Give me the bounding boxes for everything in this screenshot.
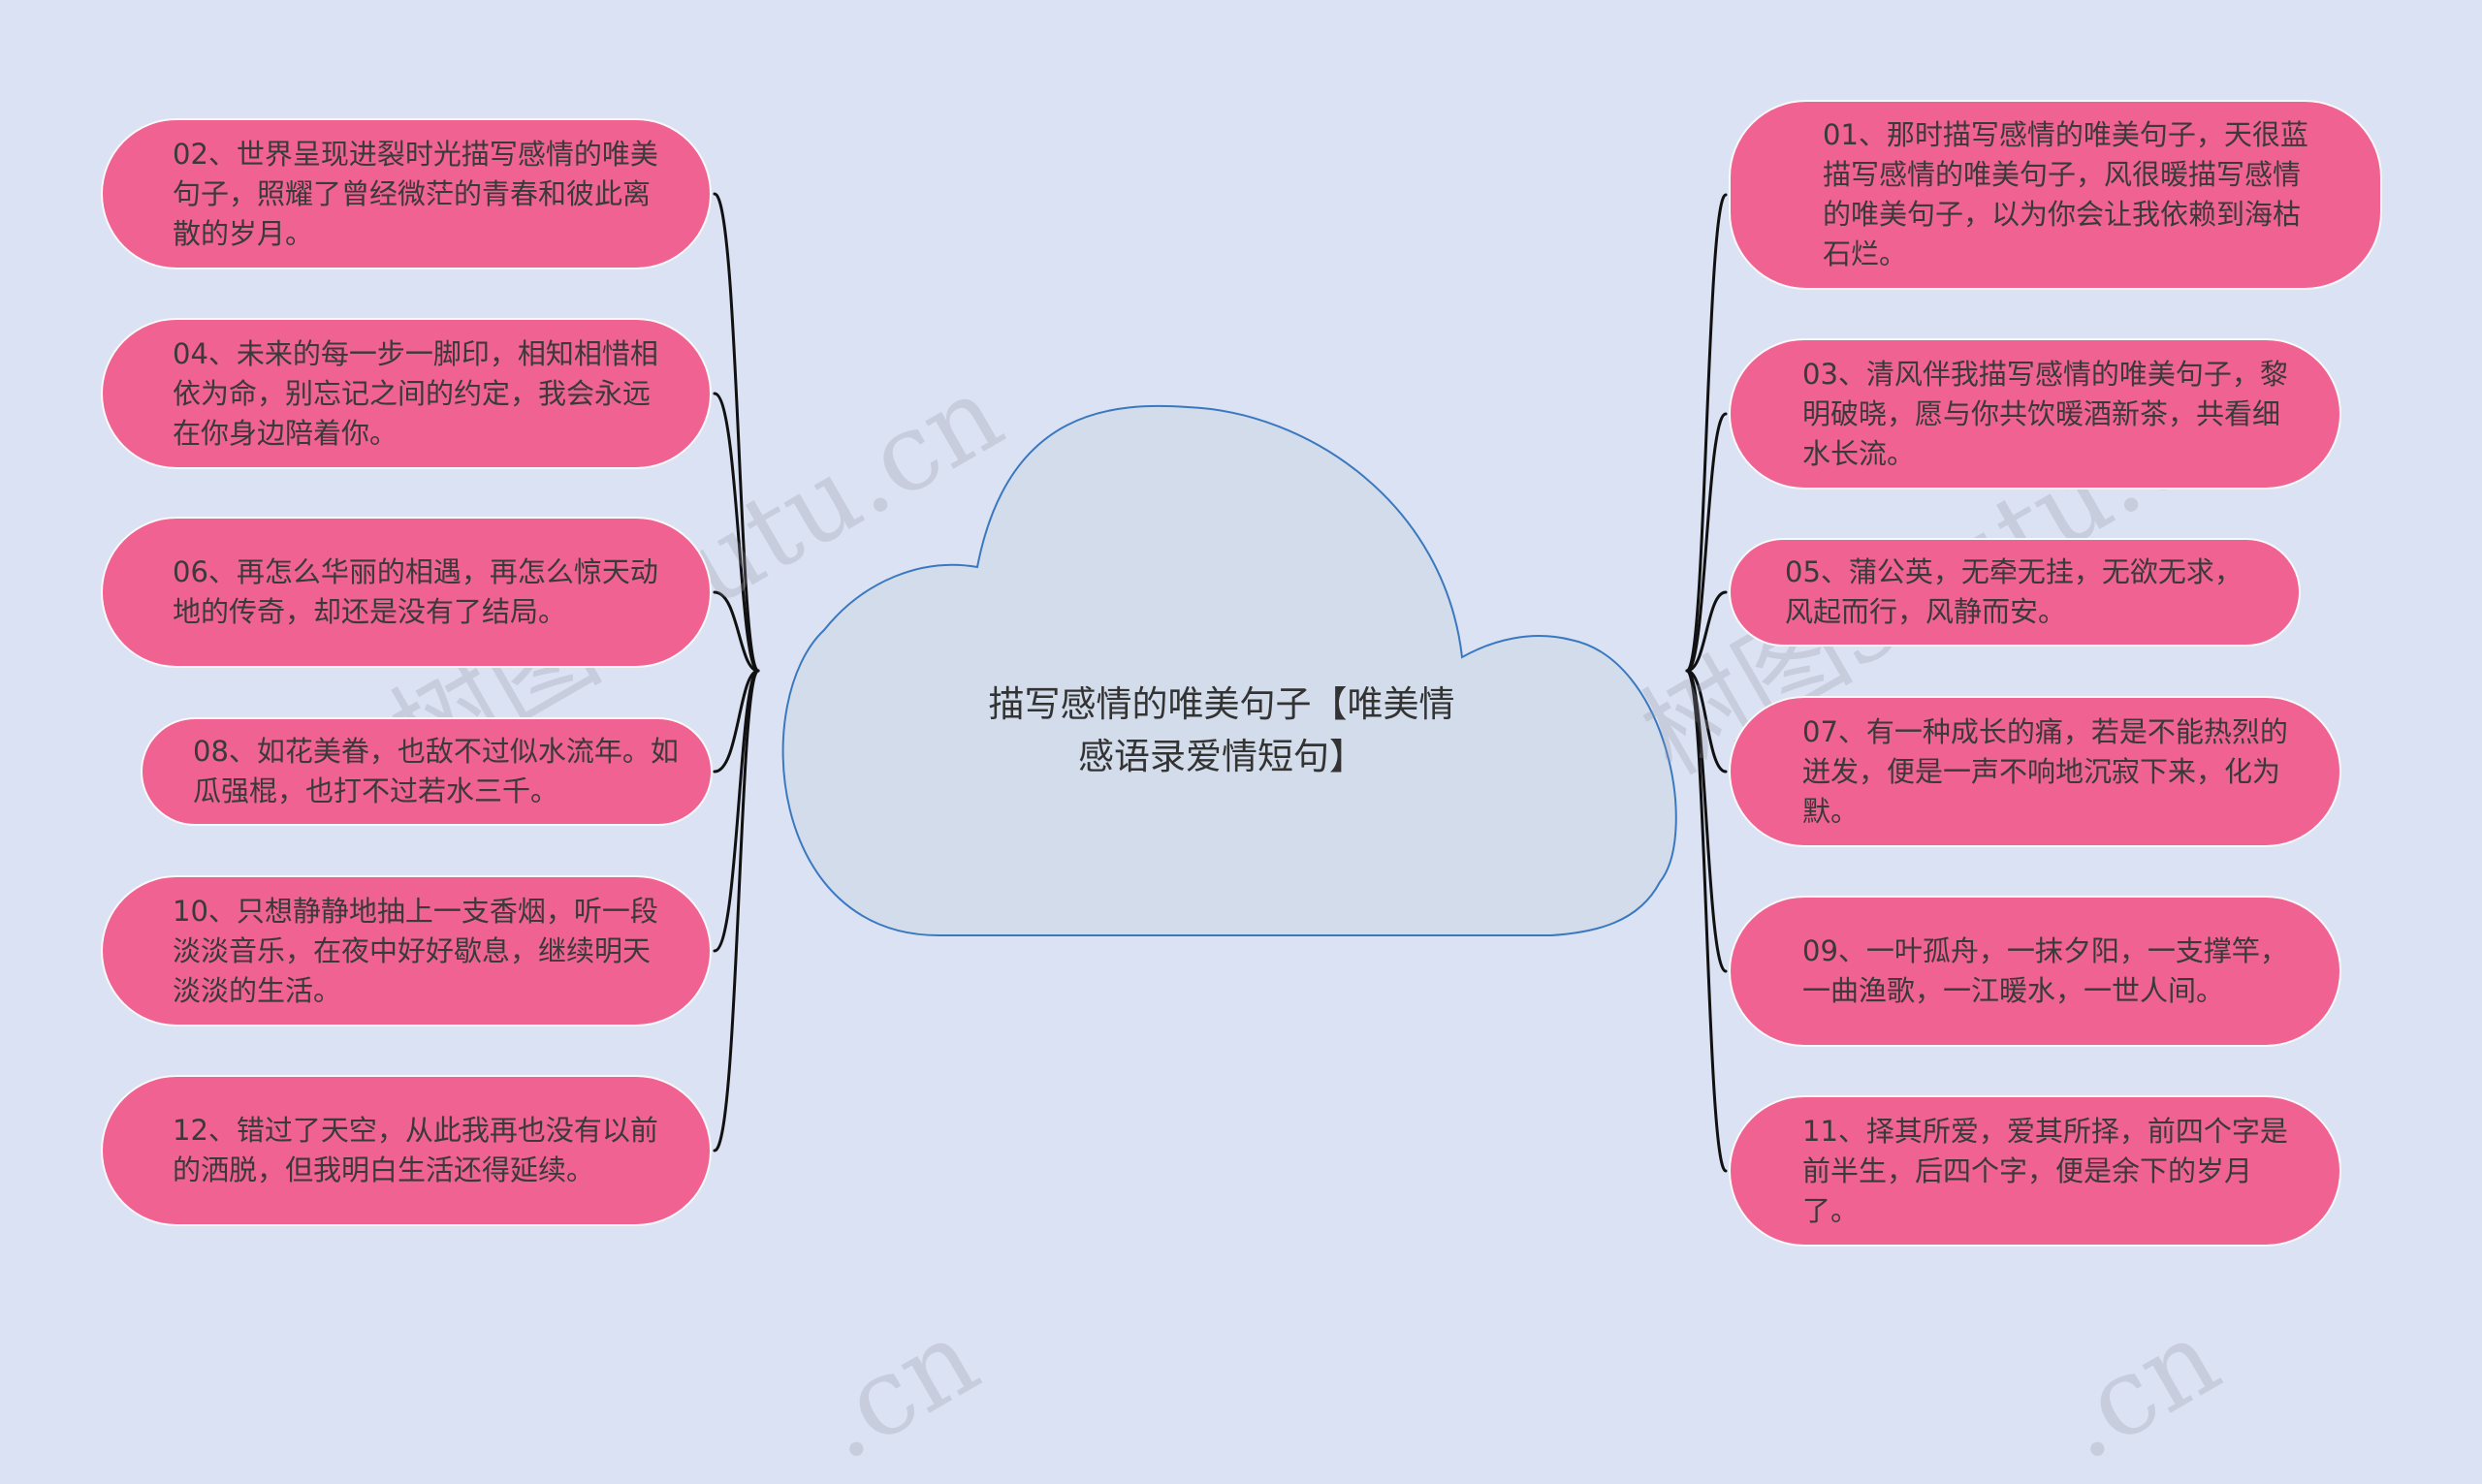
branch-node-text: 05、蒲公英，无牵无挂，无欲无求，风起而行，风静而安。: [1785, 555, 2243, 628]
center-topic-title[interactable]: 描写感情的唯美句子【唯美情感语录爱情短句】: [988, 683, 1455, 777]
central-cloud-shape: [781, 404, 1677, 937]
branch-node-text: 02、世界呈现进裂时光描写感情的唯美句子，照耀了曾经微茫的青春和彼此离散的岁月。: [173, 137, 658, 250]
branch-node-text: 03、清风伴我描写感情的唯美句子，黎明破晓，愿与你共饮暖酒新茶，共看细水长流。: [1802, 357, 2288, 470]
branch-node-text: 01、那时描写感情的唯美句子，天很蓝描写感情的唯美句子，风很暖描写感情的唯美句子…: [1823, 118, 2308, 270]
branch-node-12[interactable]: 12、错过了天空，从此我再也没有以前的洒脱，但我明白生活还得延续。: [101, 1075, 712, 1226]
connector-right-3: [1685, 669, 1728, 774]
branch-node-01[interactable]: 01、那时描写感情的唯美句子，天很蓝描写感情的唯美句子，风很暖描写感情的唯美句子…: [1729, 100, 2382, 290]
connector-right-2: [1685, 590, 1728, 673]
connector-right-5: [1685, 669, 1728, 1173]
branch-node-05[interactable]: 05、蒲公英，无牵无挂，无欲无求，风起而行，风静而安。: [1729, 538, 2301, 647]
branch-node-text: 07、有一种成长的痛，若是不能热烈的迸发，便是一声不响地沉寂下来，化为默。: [1802, 714, 2288, 828]
branch-node-text: 10、只想静静地抽上一支香烟，听一段淡淡音乐，在夜中好好歇息，继续明天淡淡的生活…: [173, 894, 658, 1007]
branch-node-08[interactable]: 08、如花美眷，也敌不过似水流年。如瓜强棍，也打不过若水三千。: [141, 717, 713, 826]
branch-node-text: 12、错过了天空，从此我再也没有以前的洒脱，但我明白生活还得延续。: [173, 1114, 658, 1186]
connector-right-1: [1685, 412, 1728, 673]
branch-node-09[interactable]: 09、一叶孤舟，一抹夕阳，一支撑竿，一曲渔歌，一江暖水，一世人间。: [1729, 896, 2341, 1047]
branch-node-text: 04、未来的每一步一脚印，相知相惜相依为命，别忘记之间的约定，我会永远在你身边陪…: [173, 336, 658, 450]
branch-node-text: 06、再怎么华丽的相遇，再怎么惊天动地的传奇，却还是没有了结局。: [173, 555, 658, 628]
branch-node-07[interactable]: 07、有一种成长的痛，若是不能热烈的迸发，便是一声不响地沉寂下来，化为默。: [1729, 696, 2341, 847]
branch-node-text: 08、如花美眷，也敌不过似水流年。如瓜强棍，也打不过若水三千。: [193, 735, 679, 807]
connector-right-0: [1685, 193, 1728, 673]
branch-node-text: 09、一叶孤舟，一抹夕阳，一支撑竿，一曲渔歌，一江暖水，一世人间。: [1802, 934, 2288, 1007]
branch-node-03[interactable]: 03、清风伴我描写感情的唯美句子，黎明破晓，愿与你共饮暖酒新茶，共看细水长流。: [1729, 338, 2341, 489]
branch-node-10[interactable]: 10、只想静静地抽上一支香烟，听一段淡淡音乐，在夜中好好歇息，继续明天淡淡的生活…: [101, 875, 712, 1026]
connector-left-4: [713, 669, 760, 953]
connector-left-0: [713, 192, 760, 673]
connector-left-2: [713, 590, 760, 673]
branch-node-02[interactable]: 02、世界呈现进裂时光描写感情的唯美句子，照耀了曾经微茫的青春和彼此离散的岁月。: [101, 118, 712, 269]
connector-left-1: [713, 392, 760, 673]
connector-left-5: [713, 669, 760, 1152]
connector-left-3: [713, 669, 760, 774]
branch-node-04[interactable]: 04、未来的每一步一脚印，相知相惜相依为命，别忘记之间的约定，我会永远在你身边陪…: [101, 318, 712, 469]
branch-node-11[interactable]: 11、择其所爱，爱其所择，前四个字是前半生，后四个字，便是余下的岁月了。: [1729, 1095, 2341, 1247]
mindmap-canvas: [713, 192, 1728, 1173]
connector-lines: [713, 192, 1728, 1173]
branch-node-text: 11、择其所爱，爱其所择，前四个字是前半生，后四个字，便是余下的岁月了。: [1802, 1114, 2288, 1227]
branch-node-06[interactable]: 06、再怎么华丽的相遇，再怎么惊天动地的传奇，却还是没有了结局。: [101, 517, 712, 668]
